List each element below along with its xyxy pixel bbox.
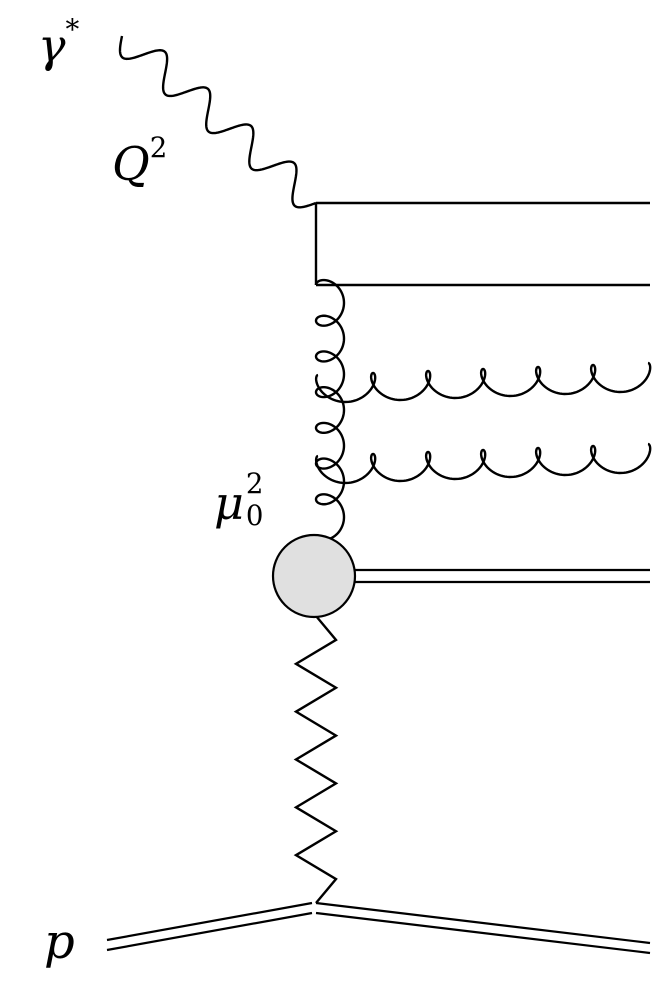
virtuality-label: Q2 xyxy=(112,134,167,187)
proton-label: p xyxy=(44,918,75,966)
virtuality-label-sup: 2 xyxy=(149,131,168,164)
virtuality-label-base: Q xyxy=(112,136,150,191)
pomeron-blob xyxy=(271,533,357,619)
photon-label-base: γ xyxy=(38,18,66,73)
pomeron-zigzag-line xyxy=(293,615,339,904)
photon-wavy-line xyxy=(118,35,317,209)
scale-label-sup: 2 xyxy=(245,467,264,500)
incoming-proton-line-upper xyxy=(106,901,313,942)
scale-label-base: μ xyxy=(214,476,244,530)
incoming-proton-line-lower xyxy=(106,911,313,952)
gluon-emission-1 xyxy=(314,361,652,404)
scale-label-sub: 0 xyxy=(245,499,264,532)
proton-label-base: p xyxy=(44,914,75,970)
photon-label-sup: * xyxy=(65,13,80,46)
outgoing-proton-line-upper xyxy=(315,901,651,945)
outgoing-proton-line-lower xyxy=(315,911,651,955)
gluon-emission-2 xyxy=(314,442,652,485)
gluon-ladder-vertical xyxy=(314,278,346,542)
photon-label: γ* xyxy=(38,16,79,69)
